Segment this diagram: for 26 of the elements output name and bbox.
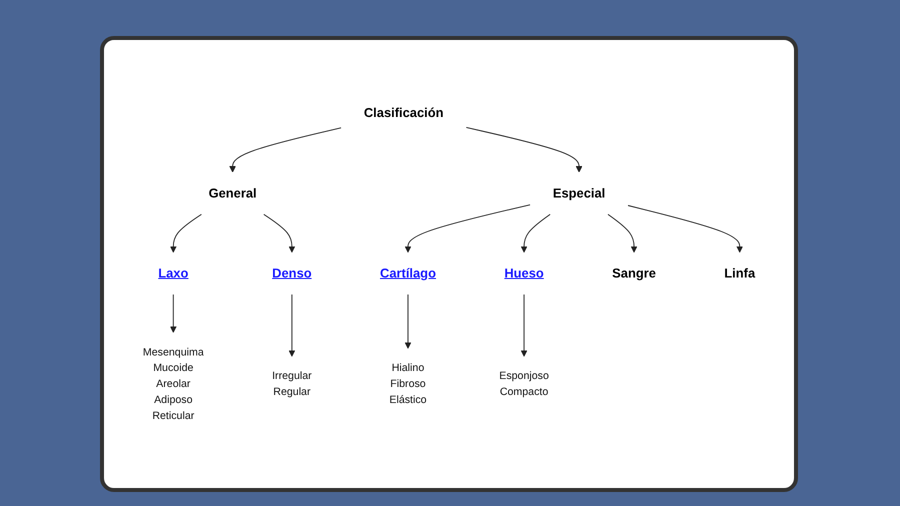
node-text: Cartílago: [380, 266, 436, 281]
arrow: [404, 294, 412, 350]
arrow: [263, 214, 296, 254]
node-text: Esponjoso Compacto: [499, 370, 549, 398]
arrow: [288, 294, 296, 358]
arrow: [404, 204, 531, 254]
node-text: Hialino Fibroso Elástico: [389, 362, 427, 406]
arrow: [170, 294, 177, 334]
arrow: [520, 214, 551, 254]
arrow: [608, 214, 638, 254]
arrow: [229, 128, 342, 173]
arrow: [466, 127, 582, 173]
arrow: [170, 214, 202, 254]
node-text: Especial: [552, 186, 606, 201]
node-text: Sangre: [612, 266, 656, 281]
node-text: General: [208, 186, 257, 201]
node-text: Clasificación: [364, 106, 444, 121]
node-text: Linfa: [724, 266, 756, 281]
arrow: [520, 294, 528, 358]
node-text: Denso: [272, 266, 312, 281]
node-text: Mesenquima Mucoide Areolar Adiposo Reticular: [142, 346, 204, 422]
card-background: Clasificación General Especial Laxo Denso Cartílago Hueso Sangre Linfa Mesenquima Mucoide Areolar Adiposo Reticular Irregular Regular Hialino Fibroso Elástico Esponjoso Compacto: [100, 36, 798, 492]
node-text: Laxo: [158, 266, 188, 281]
node-text: Irregular Regular: [272, 370, 312, 398]
node-text: Hueso: [504, 266, 544, 281]
arrow: [628, 206, 744, 254]
